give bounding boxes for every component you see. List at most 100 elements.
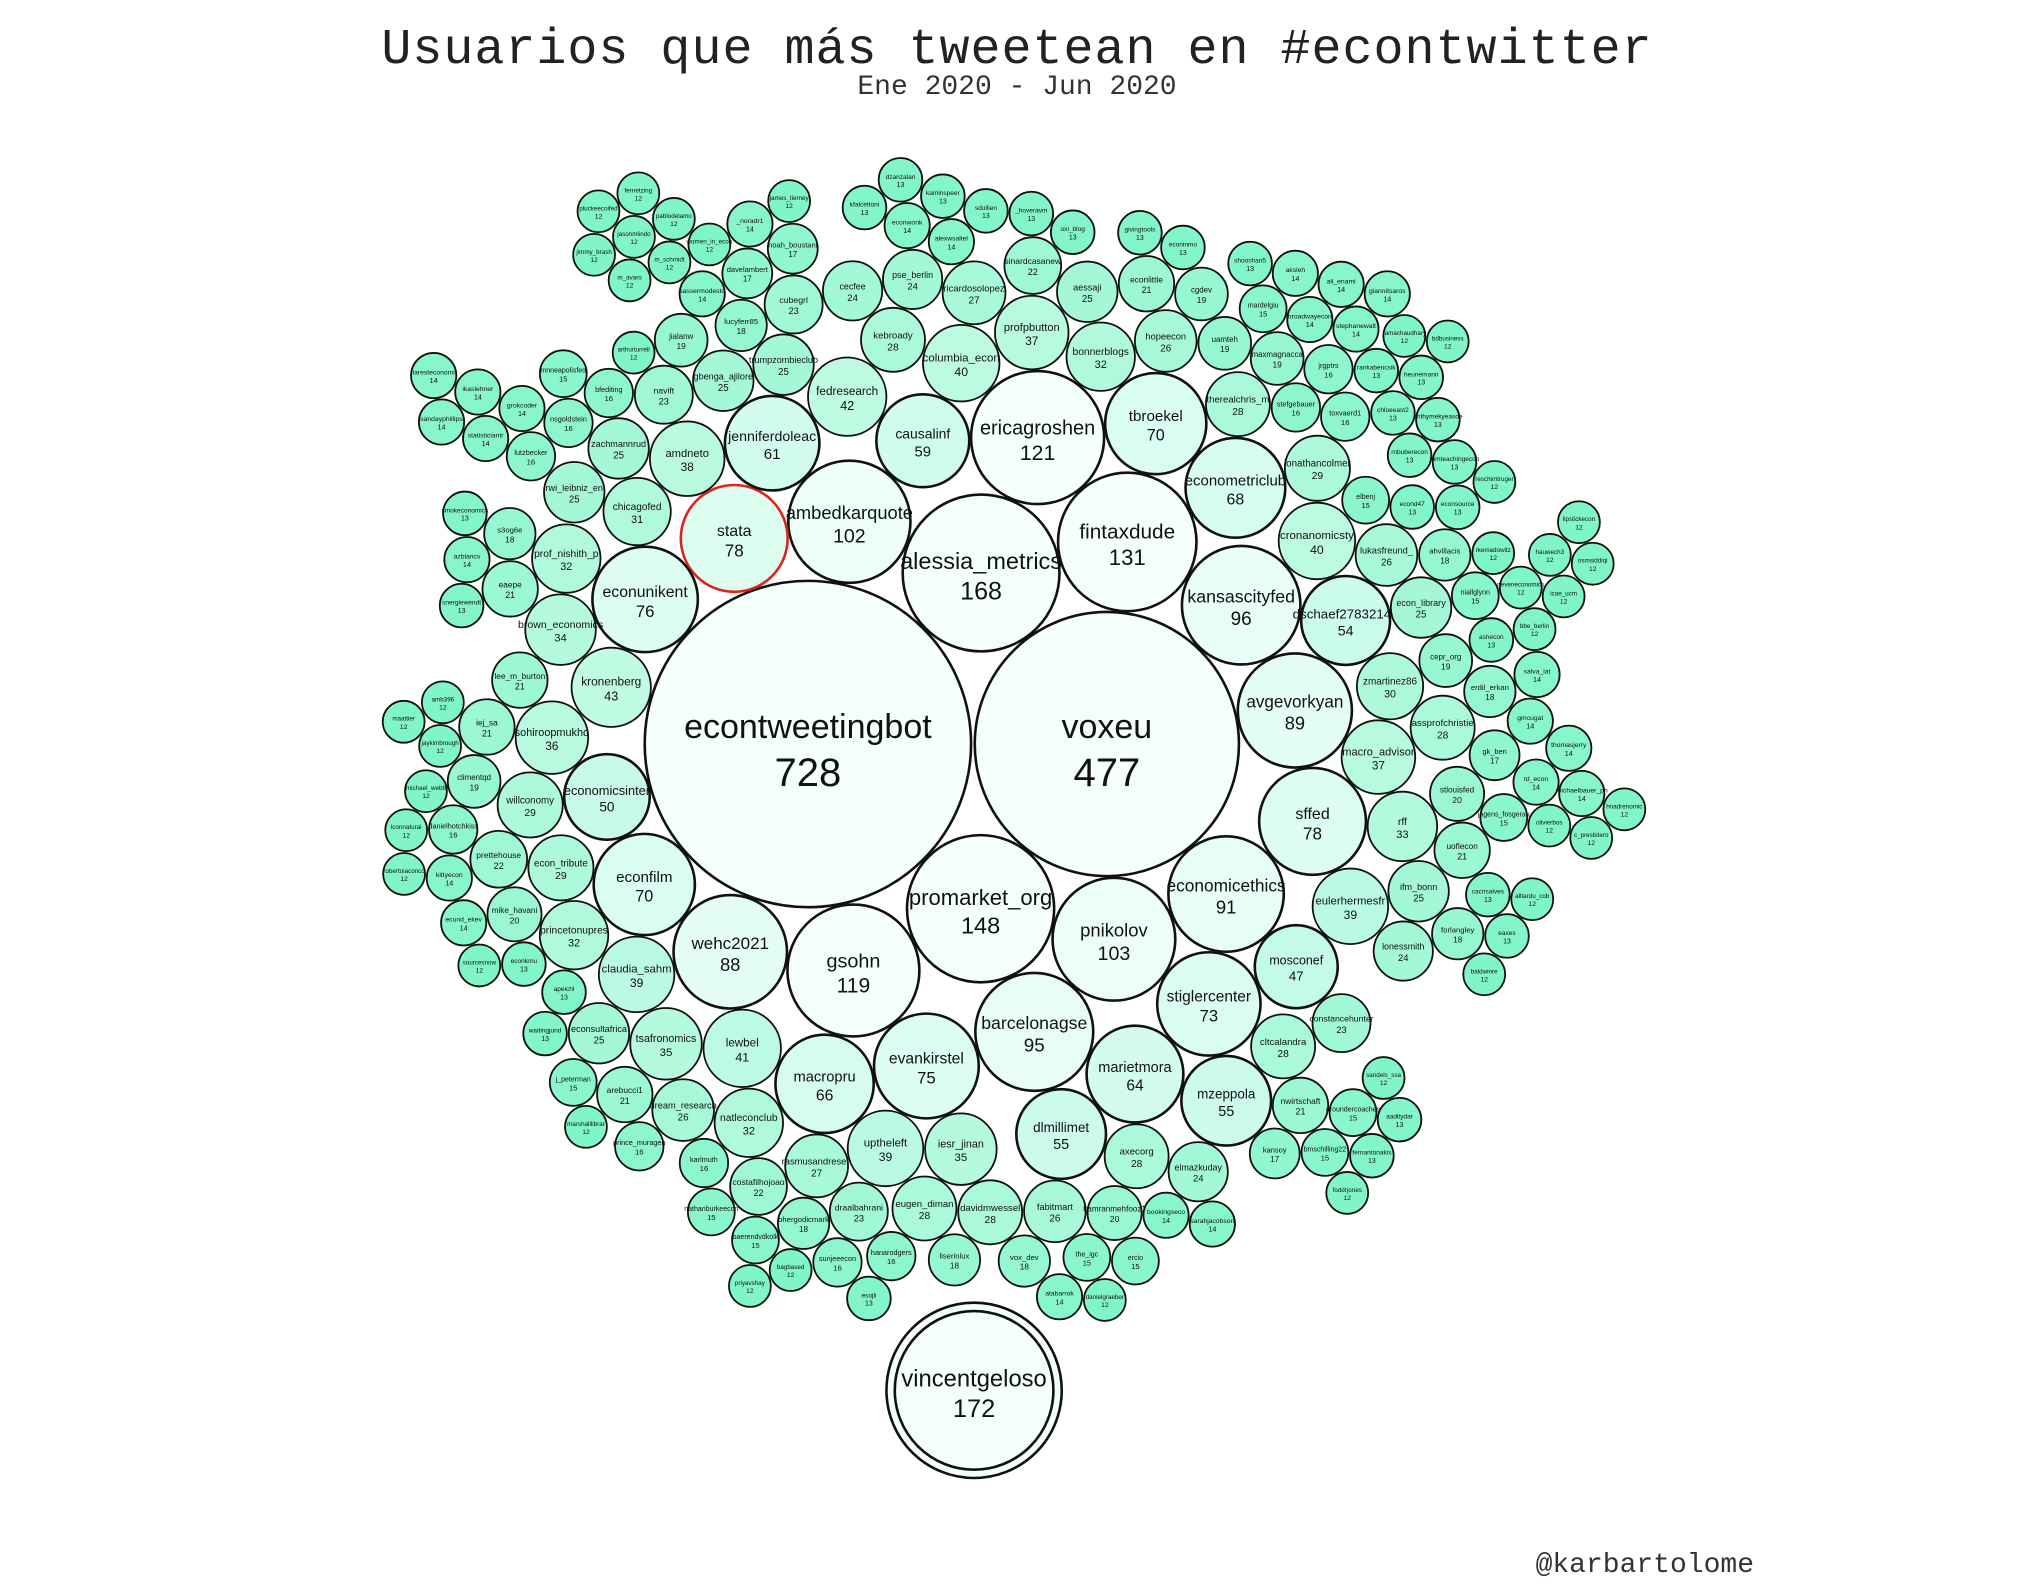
bubble-name-label: lonessmith	[1382, 942, 1424, 952]
bubble-circle	[1056, 260, 1119, 323]
bubble-name-label: s3og6e	[497, 525, 522, 534]
bubble-value-label: 12	[626, 282, 634, 289]
bubble-value-label: 12	[1480, 976, 1488, 983]
bubble-value-label: 14	[1578, 794, 1586, 803]
bubble-value-label: 15	[1259, 310, 1267, 319]
bubble-circle	[496, 771, 564, 839]
bubble-value-label: 43	[604, 690, 618, 704]
bubble-circle	[1602, 787, 1647, 832]
bubble-name-label: bookingseco	[1147, 1209, 1185, 1216]
bubble-name-label: dlmillimet	[1033, 1120, 1089, 1135]
bubble-circle	[1340, 719, 1417, 795]
bubble-value-label: 20	[1110, 1214, 1120, 1224]
bubble-name-label: dzanzalari	[886, 174, 916, 181]
bubble-name-label: hauwech3	[1536, 549, 1565, 556]
bubble-circle	[1471, 531, 1516, 575]
bubble-value-label: 12	[746, 1288, 754, 1295]
bubble-name-label: fedresearch	[816, 385, 878, 398]
bubble-value-label: 14	[445, 879, 453, 888]
bubble-value-label: 16	[700, 1164, 709, 1173]
bubble-name-label: thomasjerry	[1551, 742, 1587, 749]
bubble-value-label: 14	[1533, 675, 1541, 684]
bubble-value-label: 32	[1095, 359, 1107, 371]
bubble-name-label: sarahjacobson	[1190, 1218, 1234, 1225]
bubble-value-label: 14	[474, 393, 482, 402]
bubble-circle	[1425, 319, 1470, 364]
bubble-circle	[505, 431, 557, 482]
bubble-value-label: 13	[982, 213, 990, 220]
bubble-name-label: lewbel	[726, 1036, 759, 1049]
bubble-value-label: 12	[1444, 344, 1452, 351]
bubble-name-label: bagbased	[777, 1264, 805, 1271]
bubble-circle	[729, 1157, 788, 1216]
bubble-circle	[457, 943, 502, 988]
bubble-circle	[462, 414, 510, 463]
bubble-value-label: 12	[1101, 1302, 1109, 1309]
bubble-name-label: uamteh	[1212, 335, 1238, 344]
bubble-value-label: 22	[753, 1188, 763, 1198]
bubble-circle	[643, 579, 973, 909]
bubble-circle	[454, 368, 502, 416]
bubble-circle	[1527, 803, 1572, 848]
bubble-name-label: apeichl	[554, 986, 575, 993]
bubble-circle	[1023, 1179, 1087, 1244]
bubble-circle	[1303, 344, 1354, 395]
bubble-circle	[1188, 1200, 1236, 1248]
bubble-name-label: evankirstel	[889, 1050, 964, 1067]
bubble-circle	[602, 476, 672, 547]
bubble-circle	[531, 523, 602, 594]
bubble-circle	[651, 1078, 715, 1142]
bubble-value-label: 13	[1434, 422, 1442, 429]
bubble-value-label: 12	[1531, 631, 1539, 638]
bubble-value-label: 12	[635, 195, 643, 202]
bubble-circle	[860, 306, 926, 373]
bubble-circle	[1082, 1278, 1127, 1322]
bubble-value-label: 89	[1285, 713, 1305, 734]
bubble-value-label: 12	[590, 257, 598, 264]
bubble-name-label: danielgraeber	[1086, 1294, 1124, 1301]
bubble-value-label: 38	[681, 460, 695, 474]
bubble-value-label: 13	[1069, 235, 1077, 242]
bubble-name-label: lipstickecon	[1563, 516, 1596, 523]
bubble-circle	[1155, 950, 1262, 1057]
bubble-value-label: 70	[1147, 427, 1165, 445]
bubble-circle	[420, 680, 465, 725]
bubble-name-label: zmartinez86	[1363, 677, 1418, 688]
bubble-circle	[1250, 1013, 1317, 1080]
bubble-name-label: sourcesnow	[463, 959, 497, 966]
bubble-value-label: 28	[887, 343, 899, 354]
bubble-value-label: 21	[515, 681, 525, 691]
bubble-circle	[807, 356, 888, 437]
bubble-value-label: 12	[1588, 840, 1596, 847]
bubble-circle	[483, 507, 537, 561]
bubble-name-label: stlouisfed	[1440, 786, 1474, 795]
bubble-circle	[592, 832, 697, 937]
bubble-circle	[1003, 236, 1063, 295]
bubble-circle	[1180, 1054, 1273, 1147]
bubble-value-label: 13	[1027, 216, 1035, 223]
bubble-circle	[1277, 501, 1357, 581]
